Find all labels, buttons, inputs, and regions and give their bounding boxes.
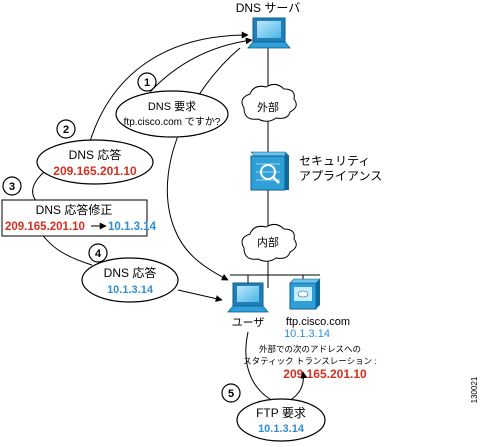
user-computer-icon (227, 282, 269, 313)
step3-from-ip: 209.165.201.10 (5, 221, 85, 233)
outside-cloud-icon (241, 83, 297, 122)
step1-line1: DNS 要求 (148, 100, 196, 113)
security-appliance-label-1: セキュリティ (299, 154, 370, 168)
ftp-host-label: ftp.cisco.com (286, 316, 350, 328)
translation-note-2: スタティック トランスレーション : (243, 356, 377, 366)
step5-badge (221, 383, 241, 403)
step2-number: 2 (63, 124, 69, 136)
dns-server-label: DNS サーバ (236, 1, 301, 15)
outside-cloud-label: 外部 (257, 100, 279, 114)
step4-line1: DNS 応答 (104, 265, 157, 280)
ftp-inside-ip: 10.1.3.14 (284, 328, 330, 340)
step3-box (1, 199, 148, 237)
security-appliance-icon (250, 151, 290, 191)
step2-bubble (36, 139, 154, 185)
figure-id: 130021 (470, 376, 479, 403)
user-label: ユーザ (232, 316, 265, 329)
ftp-server-icon (289, 278, 321, 310)
step5-bubble (236, 398, 326, 442)
step3-badge (2, 176, 22, 196)
step1-badge (137, 72, 157, 92)
step2-line1: DNS 応答 (69, 147, 122, 162)
inside-cloud-label: 内部 (257, 235, 279, 249)
step1-number: 1 (144, 77, 150, 89)
translation-note-ip: 209.165.201.10 (283, 367, 367, 381)
flow-curve-to-user (177, 289, 223, 303)
flow-curve-ftp (245, 331, 283, 406)
step5-line2: 10.1.3.14 (258, 423, 305, 435)
dns-server-icon (247, 17, 291, 49)
flow-curve-step2-3 (32, 171, 45, 204)
flow-curve-outer (87, 31, 249, 149)
step2-line2: 209.165.201.10 (53, 164, 137, 178)
flow-curve-step3-4 (39, 231, 93, 266)
step4-bubble (81, 257, 179, 303)
security-appliance-label-2: アプライアンス (299, 169, 382, 183)
step1-bubble (115, 90, 229, 138)
flow-curve-inner (166, 47, 241, 281)
step1-line2: ftp.cisco.com ですか? (124, 116, 221, 128)
step3-to-ip: 10.1.3.14 (108, 221, 157, 233)
translation-note-1: 外部での次のアドレスへの (259, 344, 361, 354)
step5-line1: FTP 要求 (256, 406, 306, 420)
inside-cloud-icon (241, 223, 297, 262)
step5-number: 5 (228, 388, 234, 400)
step3-number: 3 (9, 181, 15, 193)
step3-line1: DNS 応答修正 (36, 202, 113, 217)
step4-line2: 10.1.3.14 (107, 284, 154, 296)
step4-badge (88, 243, 108, 263)
step4-number: 4 (95, 248, 102, 260)
flow-curve-step1 (149, 37, 253, 93)
step2-badge (56, 119, 76, 139)
